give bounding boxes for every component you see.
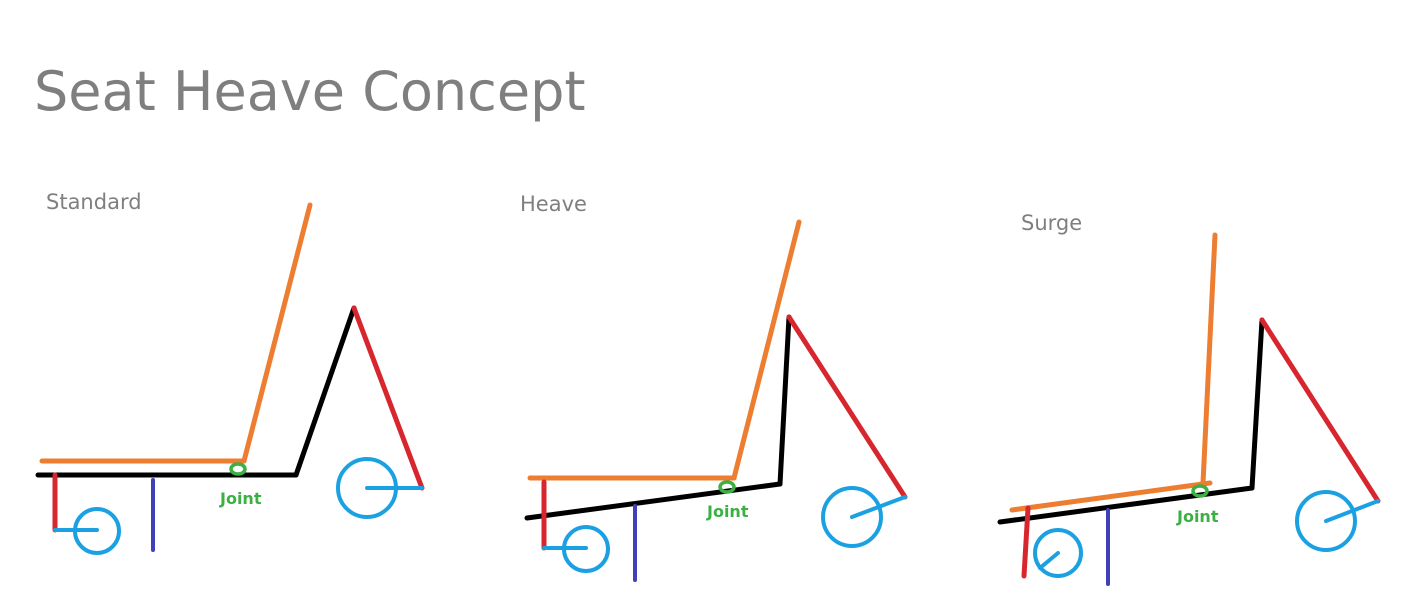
joint-icon <box>1191 484 1209 498</box>
joint-label: Joint <box>219 489 262 508</box>
page-title: Seat Heave Concept <box>34 60 586 123</box>
panel-label-standard: Standard <box>46 190 142 214</box>
base-frame <box>997 485 1255 525</box>
seat-back <box>241 202 313 464</box>
panel-surge: Surge Joint <box>997 211 1381 586</box>
rear-wheel <box>821 486 883 548</box>
joint-label: Joint <box>706 502 749 521</box>
panel-standard: Standard Joint <box>35 190 425 555</box>
rear-actuator <box>786 314 908 500</box>
rear-actuator <box>1259 317 1381 504</box>
front-wheel <box>562 525 610 573</box>
joint-icon <box>718 480 736 494</box>
front-wheel <box>1033 528 1083 578</box>
joint-label: Joint <box>1176 507 1219 526</box>
rear-actuator <box>351 305 425 491</box>
joint-icon <box>229 462 247 476</box>
rear-frame <box>293 305 357 478</box>
rear-wheel-arm <box>1324 499 1380 523</box>
rear-wheel <box>1295 490 1357 552</box>
front-actuator <box>1021 505 1031 579</box>
panel-label-surge: Surge <box>1021 211 1082 235</box>
seat-back <box>731 219 802 481</box>
panel-label-heave: Heave <box>520 192 587 216</box>
rear-frame <box>777 314 792 487</box>
front-wheel <box>73 507 121 555</box>
seat-back <box>1200 232 1218 486</box>
rear-frame <box>1249 317 1265 491</box>
rear-wheel-arm <box>850 495 907 519</box>
base-frame <box>524 481 783 521</box>
front-wheel-arm <box>1038 551 1060 570</box>
seat-pan <box>1009 480 1213 513</box>
panel-heave: Heave Joint <box>520 192 908 582</box>
